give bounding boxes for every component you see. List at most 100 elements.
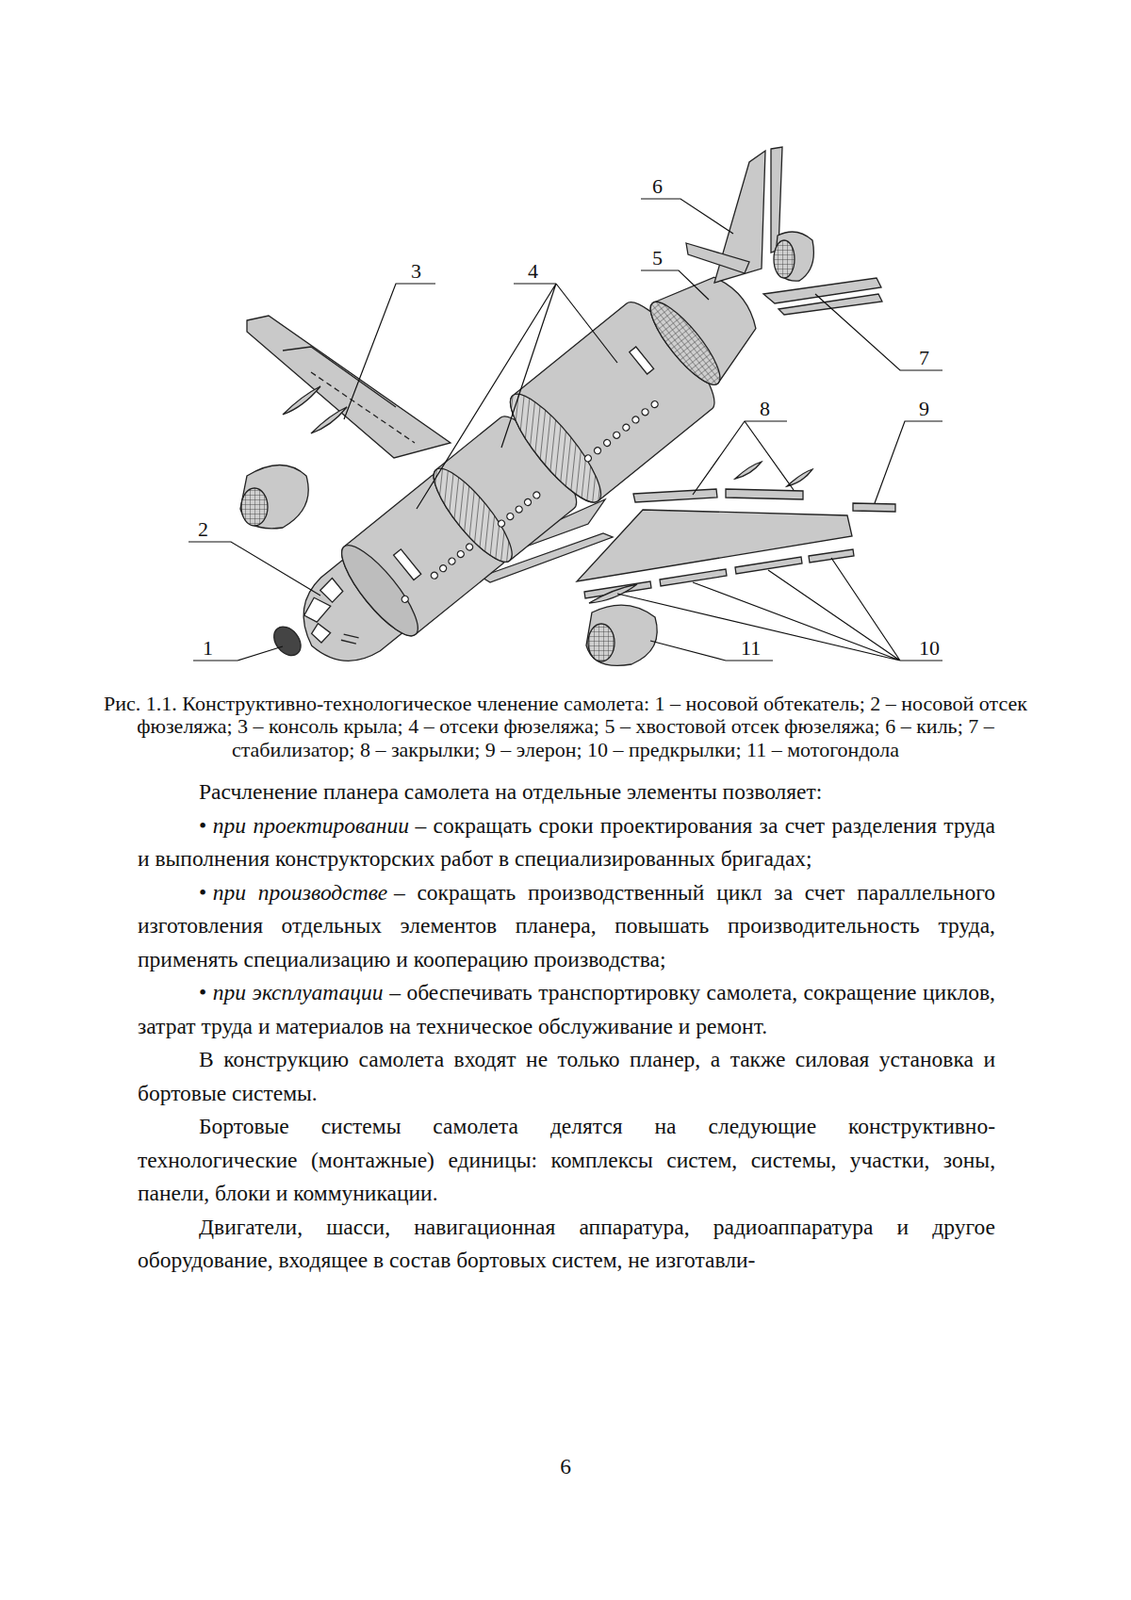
fuselage (438, 563, 448, 574)
bullet: • (198, 880, 207, 905)
fuselage (629, 346, 655, 375)
callout-number: 7 (918, 346, 930, 370)
paragraph: Расчленение планера самолета на отдельны… (137, 775, 996, 810)
left-engine (240, 465, 309, 529)
leader-lines (692, 421, 794, 495)
left-wing (282, 386, 321, 415)
left-wing (311, 407, 347, 434)
tail-unit (778, 294, 883, 315)
left-wing (282, 346, 396, 408)
paragraph: •при эксплуатации– обеспечивать транспор… (137, 976, 996, 1044)
fuselage (498, 383, 614, 513)
fuselage (531, 491, 541, 501)
fuselage (330, 536, 428, 646)
callout-number: 10 (918, 637, 940, 660)
leader-lines (188, 198, 943, 661)
right-wing (633, 489, 718, 503)
fuselage (447, 557, 458, 567)
fuselage (631, 415, 641, 426)
leader-lines (640, 270, 709, 300)
right-engine (586, 605, 657, 666)
paragraph: В конструкцию самолета входят не только … (137, 1043, 996, 1111)
fuselage (456, 549, 466, 559)
fuselage (429, 571, 440, 581)
paragraph: Бортовые системы самолета делятся на сле… (137, 1110, 996, 1212)
fuselage (318, 578, 345, 605)
body-text-run: Бортовые системы самолета делятся на сле… (137, 1114, 996, 1206)
leader-lines (344, 283, 436, 420)
right-wing (808, 549, 854, 563)
fuselage (344, 628, 360, 644)
fuselage (423, 458, 524, 572)
leader-lines (640, 198, 734, 234)
fuselage (602, 438, 612, 448)
callout-number: 8 (759, 397, 771, 421)
fuselage (650, 399, 660, 410)
right-wing (735, 557, 803, 574)
fuselage (640, 407, 651, 417)
page-number: 6 (0, 1453, 1131, 1480)
right-wing (735, 461, 762, 479)
left-wing (246, 315, 451, 459)
fuselage (592, 445, 603, 456)
left-engine (240, 465, 309, 529)
paragraph: Двигатели, шасси, навигационная аппарату… (137, 1211, 996, 1279)
bullet: • (198, 813, 207, 838)
tail-unit (773, 240, 795, 279)
body-text-run: Двигатели, шасси, навигационная аппарату… (137, 1214, 996, 1274)
tail-unit (686, 243, 750, 274)
airplane-illustration (0, 0, 1131, 679)
paragraph: •при проектировании– сокращать сроки про… (137, 809, 996, 877)
leader-lines (874, 421, 943, 504)
right-wing (725, 489, 804, 500)
fuselage (268, 622, 307, 662)
callout-number: 9 (918, 397, 930, 421)
right-engine (586, 605, 657, 666)
fuselage (393, 549, 422, 581)
fuselage (514, 505, 525, 515)
callout-number: 4 (527, 260, 539, 283)
leader-lines (815, 294, 943, 371)
italic-term: при проектировании (213, 813, 410, 838)
tail-unit (686, 147, 883, 315)
left-engine (241, 488, 268, 526)
italic-term: при эксплуатации (213, 980, 384, 1005)
fuselage (247, 245, 785, 679)
left-wing (246, 315, 451, 459)
leader-lines (617, 557, 943, 661)
fuselage (400, 395, 660, 609)
italic-term: при производстве (213, 880, 388, 905)
body-text: Расчленение планера самолета на отдельны… (137, 775, 996, 1279)
callout-number: 5 (652, 246, 663, 270)
fuselage (464, 542, 475, 553)
leader-lines (188, 541, 321, 596)
right-wing (786, 469, 813, 487)
right-wing (659, 569, 727, 587)
callout-number: 1 (202, 637, 214, 660)
body-text-run: В конструкцию самолета входят не только … (137, 1047, 996, 1106)
fuselage (505, 511, 515, 522)
left-wing (311, 372, 415, 443)
callout-number: 6 (652, 175, 663, 198)
tail-unit (774, 231, 814, 281)
right-wing (852, 503, 896, 512)
bullet: • (198, 980, 207, 1005)
body-text-run: Расчленение планера самолета на отдельны… (198, 779, 822, 804)
paragraph: •при производстве– сокращать производств… (137, 876, 996, 978)
callout-number: 2 (197, 518, 209, 541)
fuselage (523, 497, 533, 508)
figure-caption: Рис. 1.1. Конструктивно-технологическое … (89, 692, 1042, 762)
fuselage (496, 519, 507, 529)
fuselage (400, 594, 410, 605)
fuselage (309, 621, 332, 644)
fuselage (640, 257, 774, 394)
leader-lines (416, 283, 618, 509)
fuselage (640, 293, 730, 394)
fuselage (583, 453, 593, 463)
callout-number: 11 (740, 637, 761, 660)
right-engine (588, 623, 615, 662)
fuselage (621, 423, 631, 433)
callout-number: 3 (410, 260, 422, 283)
right-wing (589, 584, 638, 604)
